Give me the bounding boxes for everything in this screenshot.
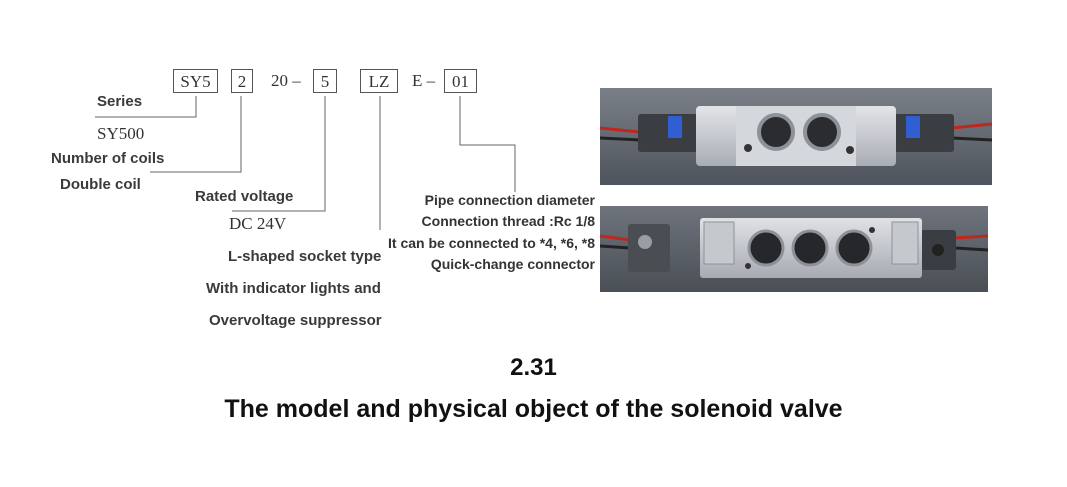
- figure-title: The model and physical object of the sol…: [0, 395, 1067, 424]
- series-code-box: SY5: [173, 69, 218, 93]
- voltage-code-box: 5: [313, 69, 337, 93]
- valve-photo-bottom: [600, 206, 988, 292]
- coils-label: Number of coils: [51, 150, 164, 167]
- e-code-text: E –: [412, 71, 435, 91]
- socket-label-3: Overvoltage suppressor: [209, 312, 382, 329]
- series-value: SY500: [97, 124, 144, 144]
- socket-code-box: LZ: [360, 69, 398, 93]
- valve-photo-top: [600, 88, 992, 185]
- pipe-code-box: 01: [444, 69, 477, 93]
- series-label: Series: [97, 93, 142, 110]
- socket-label-2: With indicator lights and: [206, 280, 381, 297]
- voltage-value: DC 24V: [229, 214, 286, 234]
- pipe-label-4: Quick-change connector: [431, 256, 595, 272]
- mid-code-text: 20 –: [271, 71, 301, 91]
- pipe-label-2: Connection thread :Rc 1/8: [422, 213, 595, 229]
- pipe-leader: [460, 96, 515, 192]
- figure-number: 2.31: [0, 354, 1067, 382]
- coils-code-box: 2: [231, 69, 253, 93]
- pipe-label-3: It can be connected to *4, *6, *8: [388, 235, 595, 251]
- coils-value: Double coil: [60, 176, 141, 193]
- socket-label-1: L-shaped socket type: [228, 248, 381, 265]
- voltage-label: Rated voltage: [195, 188, 293, 205]
- pipe-label-1: Pipe connection diameter: [425, 192, 595, 208]
